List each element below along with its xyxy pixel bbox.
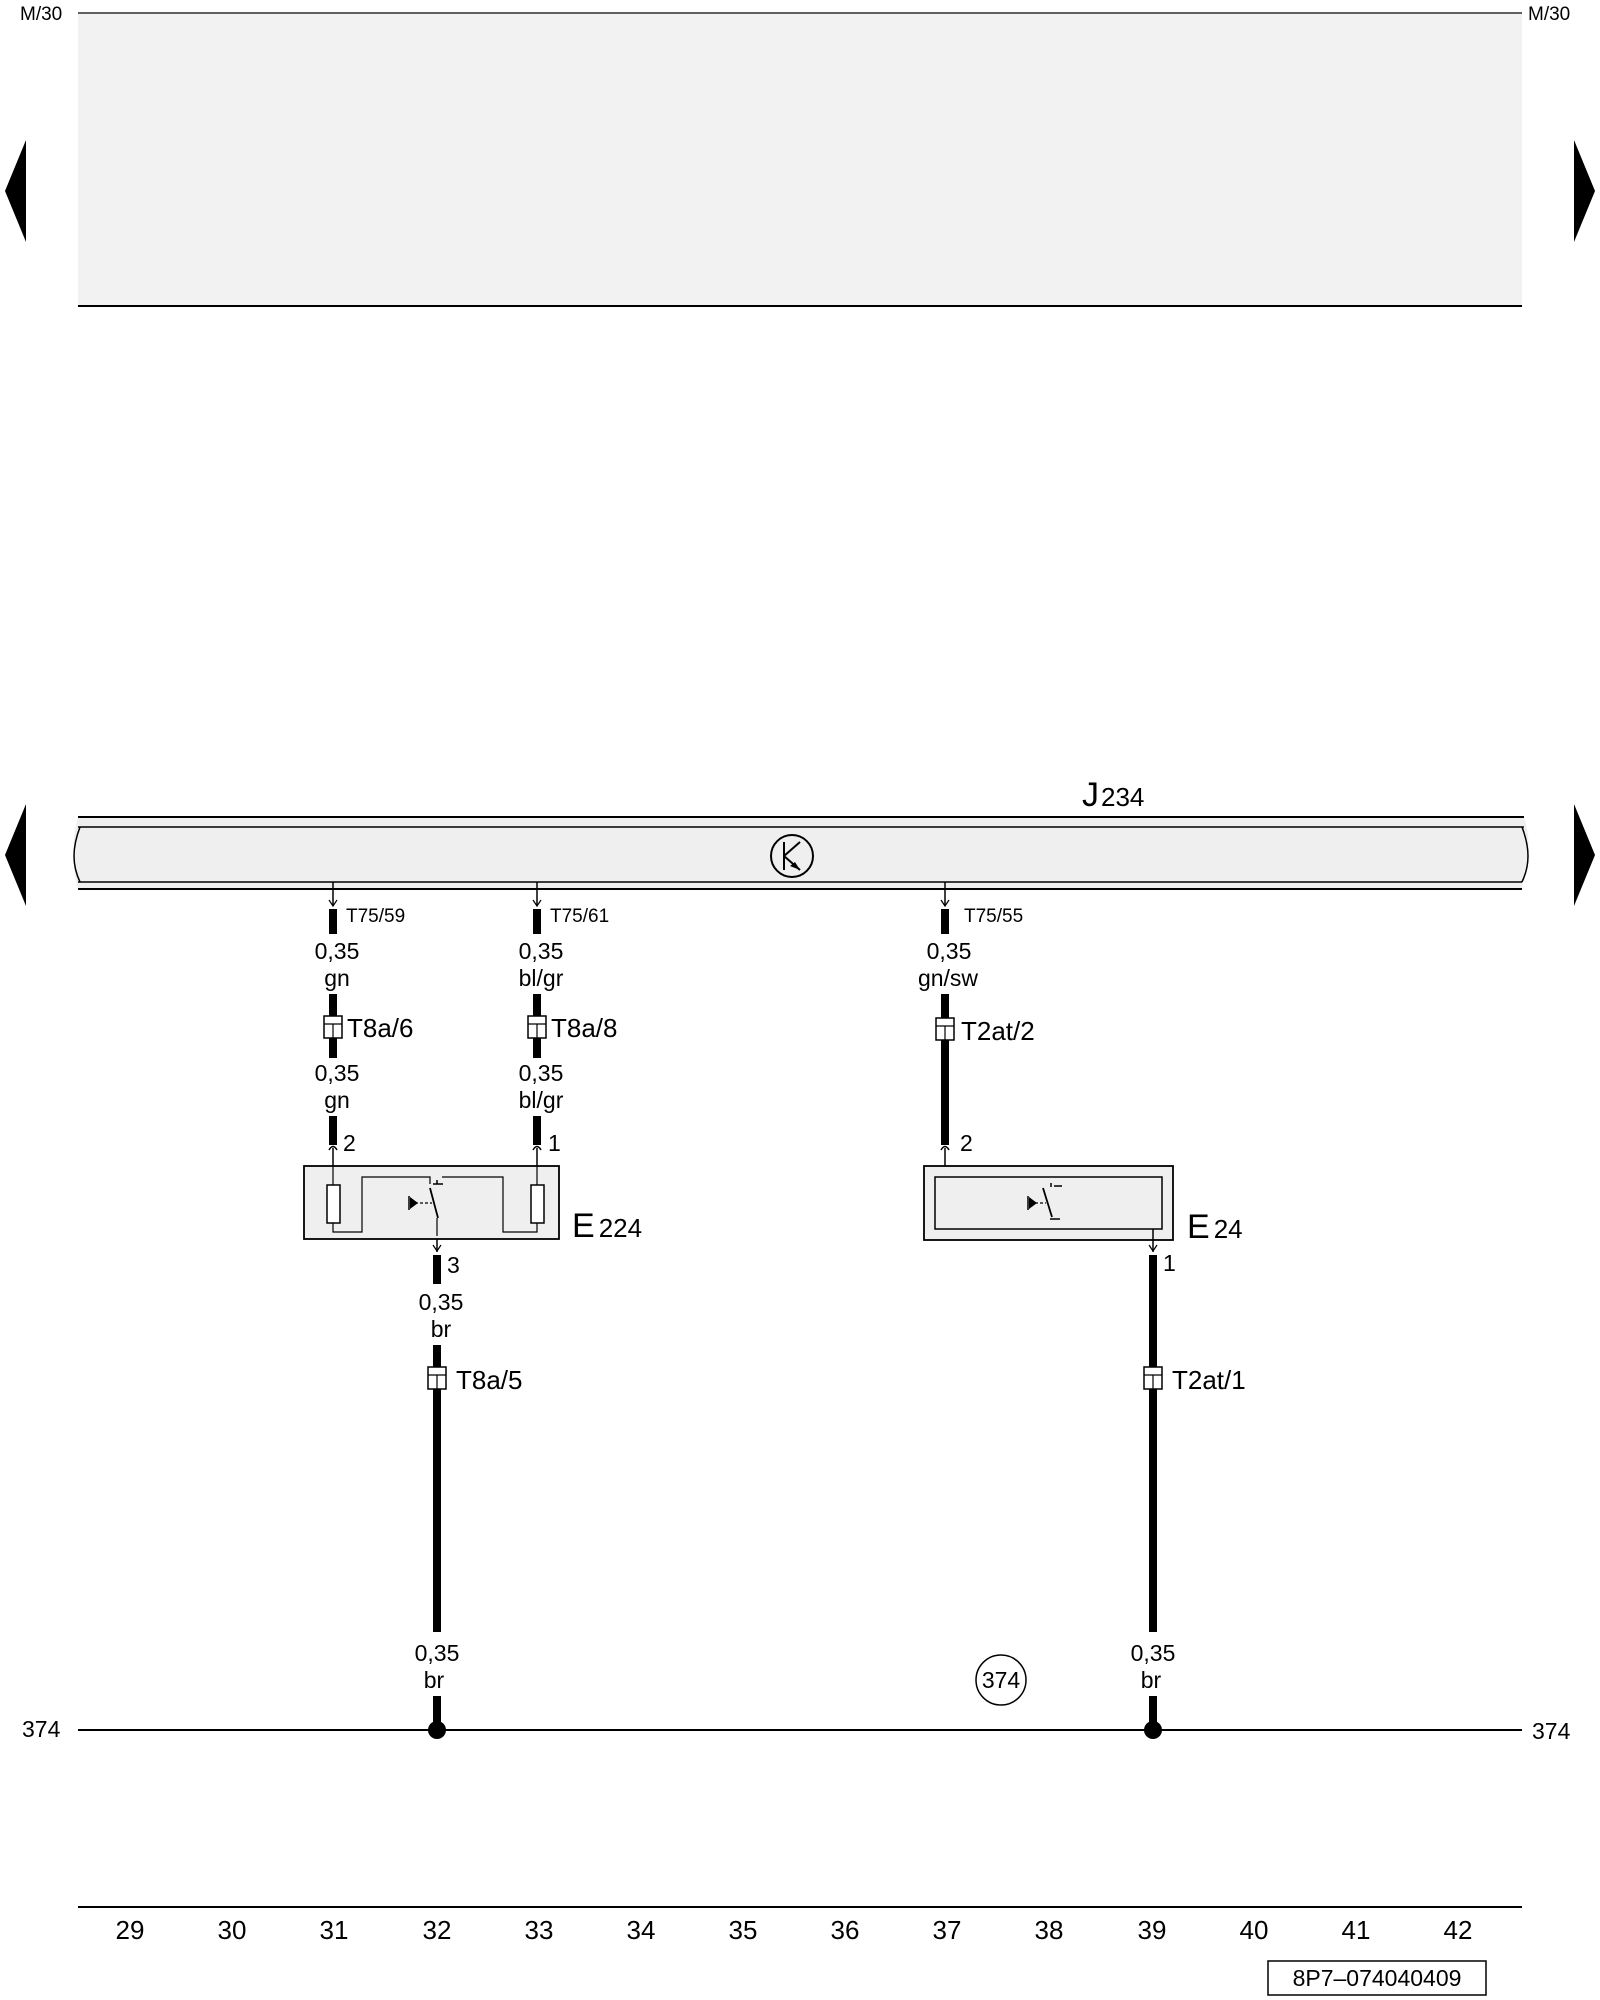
switch-icon (1027, 1183, 1062, 1220)
component-pin-label: 3 (447, 1252, 460, 1278)
component-pin-label: 2 (343, 1130, 356, 1156)
connector-label: T8a/5 (456, 1365, 523, 1395)
control-unit-body (73, 817, 1529, 889)
switch-icon (408, 1180, 443, 1236)
wire-size-label: 0,35 (315, 938, 360, 964)
ground-label-left: 374 (22, 1716, 61, 1742)
wire-size-label: 0,35 (415, 1640, 460, 1666)
track-number: 32 (423, 1915, 452, 1945)
track-number: 29 (116, 1915, 145, 1945)
connector-label: T8a/6 (347, 1013, 414, 1043)
ground-point-circle (975, 1654, 1027, 1706)
track-ruler: 29 30 31 32 33 34 35 36 37 38 39 40 41 4… (78, 1906, 1522, 1945)
wire-t75-59: T75/59 0,35 gn T8a/6 0,35 gn 2 (315, 882, 414, 1166)
page-prev-arrow-top[interactable] (5, 140, 26, 242)
track-number: 30 (218, 1915, 247, 1945)
resistor-icon (530, 1184, 545, 1224)
component-pin-label: 2 (960, 1130, 973, 1156)
wire-color-label: bl/gr (519, 965, 564, 991)
wire-color-label: gn (324, 965, 350, 991)
top-band-fill (78, 14, 1522, 306)
doc-code-box: 8P7–074040409 (1267, 1960, 1487, 1996)
component-pin-label: 1 (1163, 1250, 1176, 1276)
wire-t75-61: T75/61 0,35 bl/gr T8a/8 0,35 bl/gr 1 (519, 882, 618, 1166)
wire-size-label: 0,35 (927, 938, 972, 964)
track-number: 33 (525, 1915, 554, 1945)
resistor-icon (326, 1184, 341, 1224)
track-number: 41 (1342, 1915, 1371, 1945)
wire-size-label: 0,35 (419, 1289, 464, 1315)
connector-label: T8a/8 (551, 1013, 618, 1043)
connector-icon (1143, 1366, 1163, 1390)
ground-line-374: 374 374 374 (22, 1654, 1571, 1744)
track-number: 42 (1444, 1915, 1473, 1945)
control-unit-label: J234 (1082, 776, 1144, 814)
wire-color-label: br (431, 1316, 452, 1342)
wire-size-label: 0,35 (315, 1060, 360, 1086)
wire-color-label: bl/gr (519, 1087, 564, 1113)
wire-size-label: 0,35 (519, 938, 564, 964)
track-number: 35 (729, 1915, 758, 1945)
top-band: M/30 M/30 (20, 4, 1570, 307)
connector-label: T2at/2 (961, 1016, 1035, 1046)
wire-color-label: gn/sw (918, 965, 978, 991)
pin-label: T75/61 (550, 906, 609, 927)
page-prev-arrow-bottom[interactable] (5, 804, 26, 906)
component-pin-label: 1 (548, 1130, 561, 1156)
wire-color-label: br (1141, 1667, 1162, 1693)
doc-code: 8P7–074040409 (1293, 1965, 1462, 1991)
track-number: 37 (933, 1915, 962, 1945)
ref-label-left: M/30 (20, 4, 62, 25)
wire-t75-55: T75/55 0,35 gn/sw T2at/2 2 (918, 882, 1035, 1166)
page-next-arrow-top[interactable] (1574, 140, 1595, 242)
track-number: 38 (1035, 1915, 1064, 1945)
ground-label-right: 374 (1532, 1718, 1571, 1744)
wire-size-label: 0,35 (519, 1060, 564, 1086)
connector-icon (935, 1017, 955, 1041)
wire-color-label: br (424, 1667, 445, 1693)
wire-size-label: 0,35 (1131, 1640, 1176, 1666)
track-number: 36 (831, 1915, 860, 1945)
airbag-transistor-icon (770, 834, 814, 878)
wire-color-label: gn (324, 1087, 350, 1113)
wire-e24-ground: 1 T2at/1 0,35 br (1131, 1229, 1246, 1739)
pin-label: T75/55 (964, 906, 1023, 927)
page-next-arrow-bottom[interactable] (1574, 804, 1595, 906)
ref-label-right: M/30 (1528, 4, 1570, 25)
track-number: 31 (320, 1915, 349, 1945)
track-number: 34 (627, 1915, 656, 1945)
track-number: 39 (1138, 1915, 1167, 1945)
connector-icon (427, 1366, 447, 1390)
track-number: 40 (1240, 1915, 1269, 1945)
wire-e224-ground: 3 0,35 br T8a/5 0,35 br (415, 1239, 523, 1739)
connector-icon (527, 1015, 547, 1039)
connector-icon (323, 1015, 343, 1039)
connector-label: T2at/1 (1172, 1365, 1246, 1395)
control-unit-j234: J234 (73, 776, 1529, 890)
pin-label: T75/59 (346, 906, 405, 927)
ground-point-label: 374 (982, 1667, 1021, 1693)
